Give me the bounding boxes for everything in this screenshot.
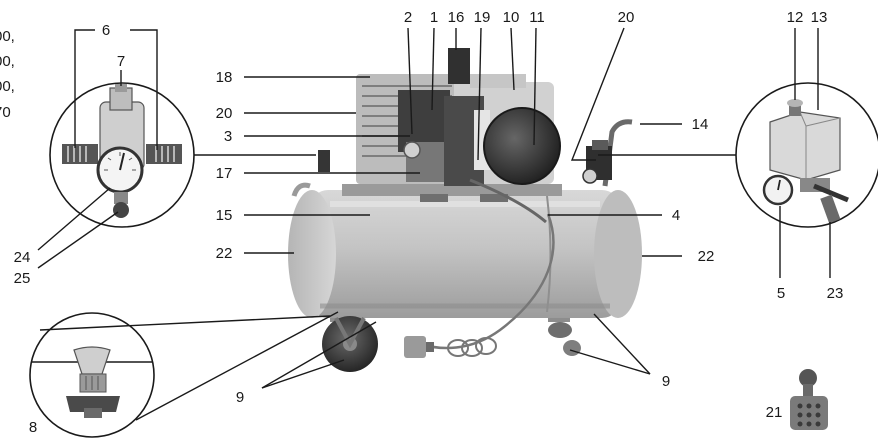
plug-pins	[426, 342, 434, 352]
callout-11: 11	[529, 9, 545, 26]
callout-labels: 6 7 24 25 8 18 20 3 17 15 22 2 1 16 19 1…	[14, 9, 844, 436]
quick-coupling-right	[146, 144, 182, 164]
callout-13: 13	[811, 9, 828, 26]
drain-valve-neck	[73, 346, 111, 375]
callout-5: 5	[777, 285, 785, 302]
drain-valve-tip	[84, 408, 102, 418]
callout-22-right: 22	[698, 248, 715, 265]
callout-18: 18	[216, 69, 233, 86]
detail-circle-left	[49, 82, 195, 228]
callout-21: 21	[766, 404, 783, 421]
cable-coil	[447, 337, 497, 357]
callout-16: 16	[448, 9, 465, 26]
tank-handle	[291, 182, 311, 197]
pressure-switch-housing	[769, 111, 841, 181]
pressure-relief	[403, 141, 421, 159]
callout-9-right: 9	[662, 373, 670, 390]
power-cable	[419, 213, 555, 350]
plate-tab	[420, 194, 448, 202]
callout-23: 23	[827, 285, 844, 302]
callout-6: 6	[102, 22, 110, 39]
leader-lines	[37, 27, 831, 421]
motor-switch-box	[448, 48, 470, 84]
callout-9-left: 9	[236, 389, 244, 406]
drain-valve-body	[79, 373, 107, 393]
guard-top-fin	[470, 74, 526, 88]
tank-end-cap-right	[594, 190, 642, 318]
drain-knob	[318, 150, 330, 172]
air-filter-part	[790, 369, 828, 430]
callout-12: 12	[787, 9, 804, 26]
callout-8: 8	[29, 419, 37, 436]
power-plug	[404, 336, 426, 358]
callout-24: 24	[14, 249, 31, 266]
pressure-switch-top	[592, 140, 608, 150]
wheel-fork	[334, 317, 366, 349]
top-fitting-inner	[115, 84, 127, 92]
callout-3: 3	[224, 128, 232, 145]
side-text-line: 00,	[0, 78, 15, 95]
side-text-line: 00,	[0, 53, 15, 70]
callout-25: 25	[14, 270, 31, 287]
rear-wheel	[563, 340, 581, 356]
side-text: 00, 00, 00, 70	[0, 28, 15, 121]
base-plate	[342, 184, 562, 196]
detail-circle-right	[735, 82, 878, 228]
callout-14: 14	[692, 116, 709, 133]
side-text-line: 70	[0, 104, 11, 121]
delivery-pipe	[469, 178, 547, 224]
callout-4: 4	[672, 207, 680, 224]
air-filter-stem	[803, 384, 813, 398]
pump-dark-block	[398, 90, 450, 152]
callout-10: 10	[503, 9, 520, 26]
outlet-valve-lever	[813, 183, 849, 203]
air-filter-knob	[799, 369, 817, 387]
callout-20-left: 20	[216, 105, 233, 122]
plate-tab	[480, 194, 508, 202]
callout-7: 7	[117, 53, 125, 70]
tank-seam	[546, 195, 552, 313]
gauge-needle	[119, 152, 125, 171]
callout-2: 2	[404, 9, 412, 26]
callout-15: 15	[216, 207, 233, 224]
detail-circle-bottom	[29, 312, 155, 438]
callout-1: 1	[430, 9, 438, 26]
pressure-gauge-small	[582, 168, 598, 184]
outlet-gauge-needle	[777, 179, 781, 191]
callout-17: 17	[216, 165, 233, 182]
tank-end-cap-left	[288, 190, 336, 318]
callout-19: 19	[474, 9, 491, 26]
drain-valve-wing	[66, 396, 120, 412]
handle-bar	[602, 119, 633, 187]
on-off-button-cap	[787, 99, 803, 107]
callout-20-right: 20	[618, 9, 635, 26]
air-tank	[310, 190, 620, 318]
regulator-knob	[113, 202, 129, 218]
side-text-line: 00,	[0, 28, 15, 45]
callout-22-left: 22	[216, 245, 233, 262]
flywheel	[484, 108, 560, 184]
rear-wheel	[548, 322, 572, 338]
regulator-stem	[114, 192, 128, 204]
compressor-illustration	[288, 48, 642, 372]
flywheel-rim	[483, 107, 561, 185]
on-off-button	[789, 104, 801, 116]
outlet-coupling	[820, 194, 841, 224]
